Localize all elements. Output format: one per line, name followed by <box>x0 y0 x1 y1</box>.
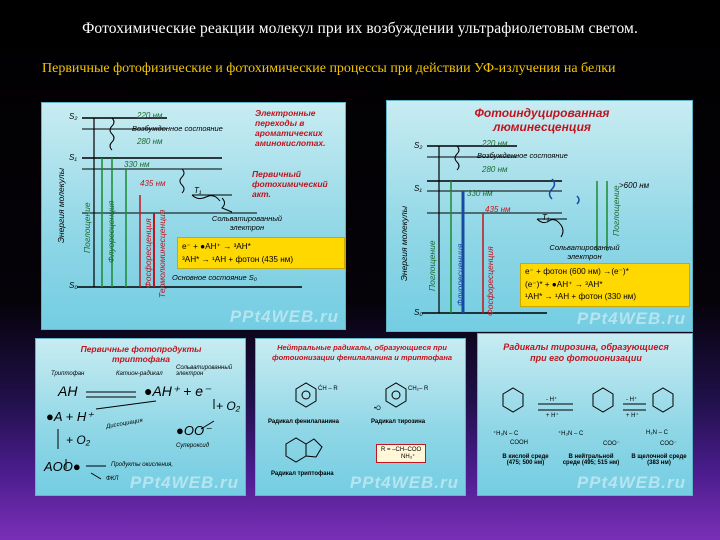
panel2-title: Фотоиндуцированная люминесценция <box>474 106 610 134</box>
phe-radical-label: Радикал фенилаланина <box>268 419 339 425</box>
ah-cation-formula: ●AH⁺ + e⁻ <box>144 383 211 399</box>
equation-3: ¹AH* → ¹AH + фотон (330 нм) <box>525 292 637 301</box>
label-fluorescence: Флуоресценция <box>106 200 116 263</box>
superoxide-label: Суперокcид <box>176 443 210 449</box>
equation-2: ³AH* → ¹AH + фотон (435 нм) <box>182 255 294 264</box>
structures-2 <box>502 387 674 413</box>
t1-label: T₁ <box>194 186 202 195</box>
panel-tyrosine-radicals: Радикалы тирозина, образующиеся при его … <box>477 333 693 496</box>
axis-energy: Энергия молекулы <box>399 206 409 281</box>
coo-neutral: COO⁻ <box>603 441 620 447</box>
r-nh3: NH₃⁺ <box>401 454 416 460</box>
coo-alkaline: COO⁻ <box>660 441 677 447</box>
watermark: PPt4WEB.ru <box>129 473 239 492</box>
nm330-label: 330 нм <box>124 160 150 169</box>
h2n-alkaline: H₂N – C <box>646 430 668 436</box>
fkl-label: ФКЛ <box>106 476 119 482</box>
trp-radical-label: Радикал триптофана <box>271 471 334 477</box>
structures-1 <box>285 382 407 463</box>
s0-label: S₀ <box>414 308 423 317</box>
label-absorption-2: Поглощение <box>611 185 621 236</box>
nm280-label: 280 нм <box>482 165 508 174</box>
panel4-title: Нейтральные радикалы, образующиеся при ф… <box>271 343 453 362</box>
panel-electron-transitions: S₂ S₁ S₀ 220 нм Возбужденное состояние 2… <box>41 102 346 330</box>
reaction-box-1: e⁻ + ●AH⁺ → ³AH* ³AH* → ¹AH + фотон (435… <box>177 237 345 269</box>
label-absorption: Поглощение <box>427 240 437 291</box>
panel-tryptophan-products: Первичные фотопродукты триптофана Трипто… <box>35 338 246 496</box>
o-dot-formula: •O <box>374 406 381 412</box>
panel-photoinduced-luminescence: Фотоиндуцированная люминесценция S₂ S₁ S… <box>386 100 693 332</box>
alkaline-env-label: В щелочной среде (383 нм) <box>631 454 687 466</box>
watermark: PPt4WEB.ru <box>229 307 339 326</box>
watermark: PPt4WEB.ru <box>576 309 686 328</box>
minus-h-1: - H⁺ <box>546 397 558 403</box>
note-primary-act: Первичный фотохимический акт. <box>252 169 328 199</box>
energy-diagram-2 <box>422 145 608 314</box>
reaction-box-2: e⁻ + фотон (600 нм) →(e⁻)* (e⁻)* + ●AH⁺ … <box>520 263 690 307</box>
a-radical-formula: ●A + H⁺ <box>46 409 94 424</box>
tyr-radical-label: Радикал тирозина <box>371 419 426 425</box>
nm280-label: 280 нм <box>137 137 163 146</box>
ground-label: Основное состояние S₀ <box>172 273 257 282</box>
energy-diagram-1 <box>77 117 302 288</box>
nm220-label: 220 нм <box>137 111 163 120</box>
ah-formula: AH <box>58 383 78 399</box>
equation-1: e⁻ + ●AH⁺ → ³AH* <box>182 242 251 251</box>
t1-label: T₁ <box>542 213 550 222</box>
solvated-label: Сольватированный электрон <box>211 214 283 232</box>
slide-title: Фотохимические реакции молекул при их во… <box>82 20 638 37</box>
tryptophan-label: Триптофан <box>51 371 85 377</box>
h3n-acid: ⁺H₃N – C <box>493 431 519 437</box>
s1-label: S₁ <box>69 153 77 162</box>
oxidation-products-label: Продукты окисления, <box>111 462 173 468</box>
acid-env-label: В кислой среде (475; 500 нм) <box>502 454 549 466</box>
ch-r-formula: ĊH – R <box>318 386 338 392</box>
h3n-neutral: ⁺H₃N – C <box>558 431 584 437</box>
panel-neutral-radicals: Нейтральные радикалы, образующиеся при ф… <box>255 338 466 496</box>
nm220-label: 220 нм <box>482 139 508 148</box>
panel5-title: Радикалы тирозина, образующиеся при его … <box>503 342 669 363</box>
solvated-electron-label: Сольватированный электрон <box>176 365 233 377</box>
neutral-env-label: В нейтральной среде (495; 515 нм) <box>562 454 620 466</box>
cation-radical-label: Катион-радикал <box>116 371 163 377</box>
label-thermoluminescence: Термолюминесценция <box>157 209 167 298</box>
r-group-box: R = –CH–COO NH₃⁺ <box>376 444 427 463</box>
cooh-acid: COOH <box>510 440 528 446</box>
axis-energy: Энергия молекулы <box>56 168 66 243</box>
nm600-label: >600 нм <box>619 181 650 190</box>
solvated-label: Сольватированный электрон <box>549 243 620 261</box>
nm435-label: 435 нм <box>485 205 511 214</box>
minus-h-2: - H⁺ <box>626 397 638 403</box>
nm435-label: 435 нм <box>140 179 166 188</box>
label-fluorescence: Флуоресценция <box>455 243 465 306</box>
panel3-title: Первичные фотопродукты триптофана <box>80 344 202 364</box>
plus-o2-left: + O₂ <box>66 433 91 447</box>
equation-1: e⁻ + фотон (600 нм) →(e⁻)* <box>525 267 629 276</box>
label-absorption: Поглощение <box>82 202 92 253</box>
s2-label: S₂ <box>414 141 423 150</box>
excited-label: Возбужденное состояние <box>132 124 223 133</box>
plus-o2-right: + O₂ <box>216 399 241 413</box>
equation-2: (e⁻)* + ●AH⁺ → ³AH* <box>525 279 603 289</box>
s2-label: S₂ <box>69 112 78 121</box>
plus-h-2: + H⁺ <box>626 413 639 419</box>
r-formula: R = –CH–COO <box>381 447 422 453</box>
excited-label: Возбужденное состояние <box>477 151 568 160</box>
aoo-formula: AOO● <box>44 459 81 474</box>
label-phosphorescence: Фосфоресценция <box>485 246 495 316</box>
ch2-r-formula: CH₂– R <box>408 386 429 392</box>
nm330-label: 330 нм <box>467 189 493 198</box>
slide-subtitle: Первичные фотофизические и фотохимически… <box>42 61 616 76</box>
superoxide-formula: ●OO⁻ <box>176 423 211 438</box>
watermark: PPt4WEB.ru <box>349 473 459 492</box>
plus-h-1: + H⁺ <box>546 413 559 419</box>
watermark: PPt4WEB.ru <box>576 473 686 492</box>
reaction-scheme <box>57 391 215 480</box>
s1-label: S₁ <box>414 184 422 193</box>
note-transitions: Электронные переходы в ароматических ами… <box>255 108 326 148</box>
label-phosphorescence: Фосфоресценция <box>143 218 153 288</box>
s0-label: S₀ <box>69 281 78 290</box>
